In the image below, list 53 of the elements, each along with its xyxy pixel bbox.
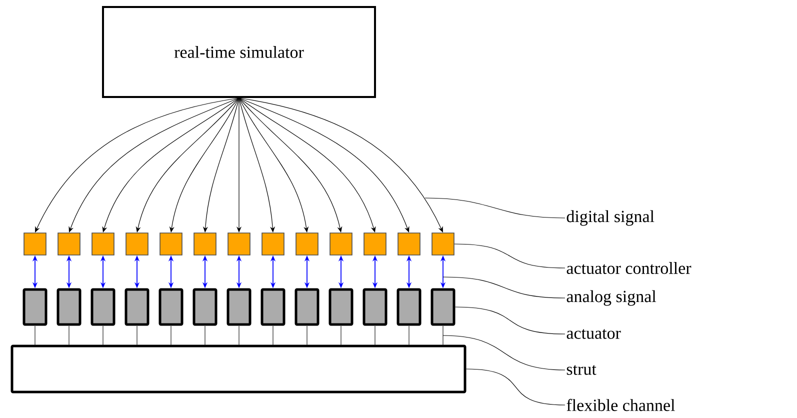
- actuator-box: [430, 288, 456, 326]
- label-text: digital signal: [566, 210, 654, 226]
- actuator-box: [56, 288, 82, 326]
- actuator-box: [90, 288, 116, 326]
- leader-line: [424, 198, 566, 218]
- controller-box: [262, 232, 284, 256]
- label-text: strut: [566, 365, 596, 375]
- leader-line: [466, 368, 566, 406]
- label-text: analog signal: [566, 290, 656, 306]
- strut-line: [374, 326, 376, 345]
- strut-line: [68, 326, 70, 345]
- actuator-box: [328, 288, 354, 326]
- leader-line: [454, 244, 566, 268]
- channel-box: [10, 344, 466, 394]
- actuator-box: [158, 288, 184, 326]
- actuator-box: [124, 288, 150, 326]
- actuator-box: [226, 288, 252, 326]
- controller-box: [160, 232, 182, 256]
- controller-box: [126, 232, 148, 256]
- actuator-box: [294, 288, 320, 326]
- controller-box: [330, 232, 352, 256]
- actuator-box: [260, 288, 286, 326]
- strut-line: [306, 326, 308, 345]
- controller-box: [194, 232, 216, 256]
- controller-box: [296, 232, 318, 256]
- simulator-box: real-time simulator: [102, 6, 376, 98]
- controller-box: [398, 232, 420, 256]
- leader-line: [442, 276, 566, 298]
- label-text: actuator controller: [566, 262, 692, 274]
- strut-line: [340, 326, 342, 345]
- strut-line: [408, 326, 410, 345]
- strut-line: [204, 326, 206, 345]
- controller-box: [92, 232, 114, 256]
- label-text: actuator: [566, 329, 621, 339]
- strut-line: [238, 326, 240, 345]
- actuator-box: [22, 288, 48, 326]
- strut-line: [170, 326, 172, 345]
- controller-box: [364, 232, 386, 256]
- leader-line: [442, 335, 566, 370]
- label-text: flexible channel: [566, 398, 675, 412]
- actuator-box: [396, 288, 422, 326]
- strut-line: [272, 326, 274, 345]
- strut-line: [136, 326, 138, 345]
- controller-box: [24, 232, 46, 256]
- controller-box: [432, 232, 454, 256]
- strut-line: [442, 326, 444, 345]
- actuator-box: [362, 288, 388, 326]
- strut-line: [102, 326, 104, 345]
- controller-box: [228, 232, 250, 256]
- leader-line: [454, 306, 566, 334]
- controller-box: [58, 232, 80, 256]
- strut-line: [34, 326, 36, 345]
- actuator-box: [192, 288, 218, 326]
